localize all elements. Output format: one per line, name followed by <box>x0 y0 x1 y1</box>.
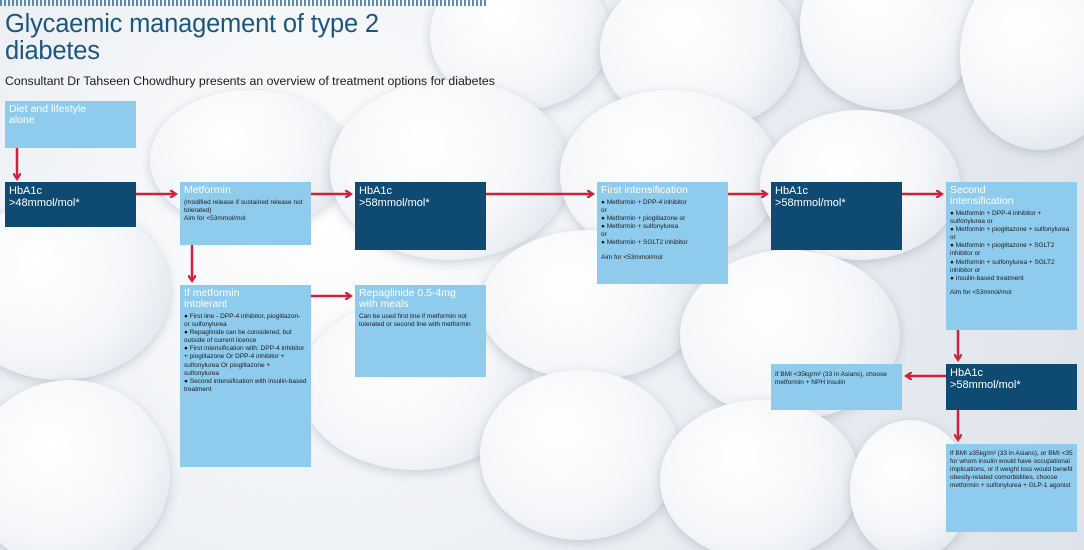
bmi-low-box: If BMI <35kg/m² (33 in Asians), choose m… <box>771 364 902 410</box>
repaglinide-box: Repaglinide 0.5-4mg with meals Can be us… <box>355 285 486 377</box>
metformin-box: Metformin (modified release if sustained… <box>180 182 311 245</box>
hba1c-box-1: HbA1c >48mmol/mol* <box>5 182 136 227</box>
diet-lifestyle-label: Diet and lifestyle alone <box>9 103 87 126</box>
pill-decoration <box>660 400 860 550</box>
pill-decoration <box>0 380 170 550</box>
second-intensification-box: Second intensification ● Metformin + DPP… <box>946 182 1077 330</box>
first-intensification-box: First intensification ● Metformin + DPP-… <box>597 182 728 284</box>
hba1c-box-3: HbA1c >58mmol/mol* <box>771 182 902 250</box>
page-subtitle: Consultant Dr Tahseen Chowdhury presents… <box>5 74 495 88</box>
header-stripe <box>0 0 486 6</box>
page-title: Glycaemic management of type 2 diabetes <box>5 10 379 65</box>
pill-decoration <box>800 0 980 110</box>
pill-decoration <box>960 0 1084 150</box>
metformin-intolerant-box: If metformin intolerant ● First line - D… <box>180 285 311 467</box>
bmi-high-box: If BMI ≥35kg/m² (33 in Asians), or BMI <… <box>946 444 1077 532</box>
hba1c-box-2: HbA1c >58mmol/mol* <box>355 182 486 250</box>
hba1c-box-4: HbA1c >58mmol/mol* <box>946 364 1077 410</box>
diet-lifestyle-box: Diet and lifestyle alone <box>5 101 136 148</box>
pill-decoration <box>480 370 680 540</box>
pill-decoration <box>0 200 170 380</box>
